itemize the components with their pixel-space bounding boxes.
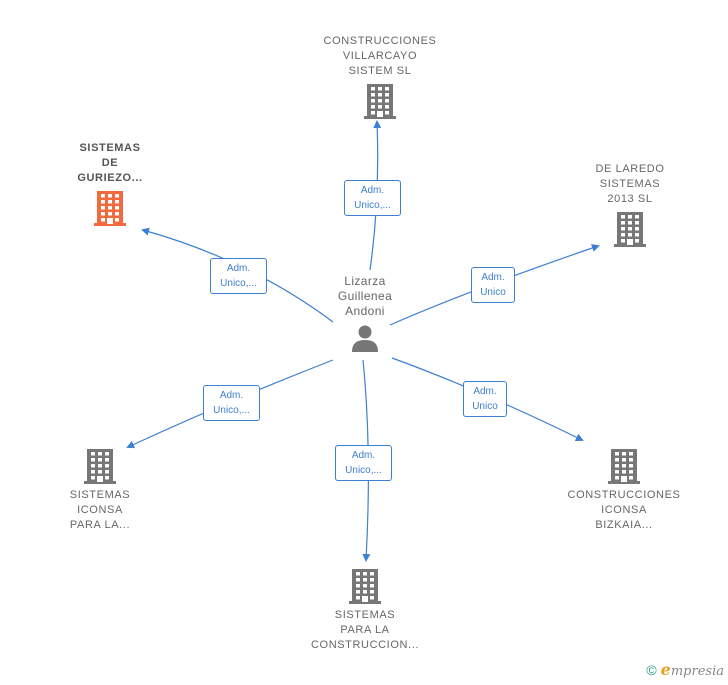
building-icon [364, 83, 396, 119]
empresia-logo: empresia [660, 660, 724, 679]
relation-badge-iconsa-bizkaia[interactable]: Adm.Unico [463, 381, 507, 417]
building-icon [608, 448, 640, 484]
footer-brand: © empresia [646, 660, 724, 679]
building-icon [349, 568, 381, 604]
copyright-symbol: © [646, 661, 657, 678]
building-icon [94, 190, 126, 226]
building-icon [614, 211, 646, 247]
relation-badge-laredo[interactable]: Adm.Unico [471, 267, 515, 303]
relation-badge-iconsa-para[interactable]: Adm.Unico,... [203, 385, 260, 421]
person-icon [352, 325, 378, 352]
relation-badge-guriezo[interactable]: Adm.Unico,... [210, 258, 267, 294]
relation-badge-para-construccion[interactable]: Adm.Unico,... [335, 445, 392, 481]
relation-badge-villarcayo[interactable]: Adm.Unico,... [344, 180, 401, 216]
building-icon [84, 448, 116, 484]
